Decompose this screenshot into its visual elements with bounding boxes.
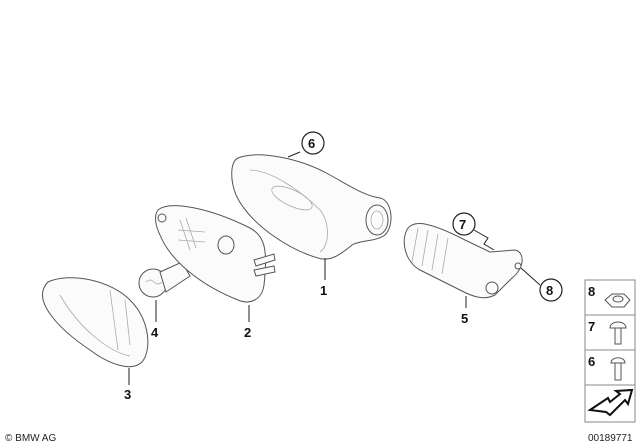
callout-7-circle <box>452 212 476 236</box>
legend-number: 7 <box>588 319 595 334</box>
callout-4[interactable]: 4 <box>151 325 159 340</box>
part-3-lens[interactable] <box>42 277 149 368</box>
direction-arrow-icon <box>587 388 634 417</box>
diagram-number: 00189771 <box>588 433 633 444</box>
screw-small-icon <box>610 357 626 381</box>
part-1-housing[interactable] <box>231 154 392 260</box>
callout-6[interactable]: 6 <box>308 136 315 151</box>
callout-2[interactable]: 2 <box>244 325 251 340</box>
part-2-reflector[interactable] <box>155 205 276 303</box>
legend-item-6[interactable]: 6 <box>584 349 636 386</box>
part-4-bulb[interactable] <box>138 261 191 298</box>
callout-7[interactable]: 7 <box>459 217 466 232</box>
callout-1[interactable]: 1 <box>320 283 327 298</box>
legend-number: 8 <box>588 284 595 299</box>
legend-item-8[interactable]: 8 <box>584 279 636 316</box>
legend-item-arrow[interactable] <box>584 384 636 423</box>
screw-icon <box>609 321 627 345</box>
callout-8-circle <box>539 278 563 302</box>
hex-nut-icon <box>604 293 631 308</box>
callout-8[interactable]: 8 <box>546 283 553 298</box>
part-5-bracket[interactable] <box>403 223 523 299</box>
callout-5[interactable]: 5 <box>461 311 468 326</box>
legend-number: 6 <box>588 354 595 369</box>
copyright: © BMW AG <box>5 433 56 444</box>
callout-3[interactable]: 3 <box>124 387 131 402</box>
callout-6-circle <box>301 131 325 155</box>
legend-item-7[interactable]: 7 <box>584 314 636 351</box>
leader-lines <box>128 151 541 385</box>
